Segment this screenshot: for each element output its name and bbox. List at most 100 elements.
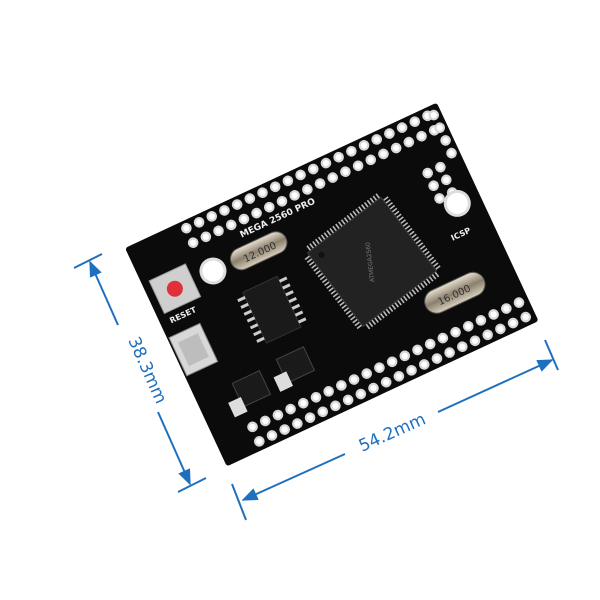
mcu-pin bbox=[355, 208, 361, 215]
pin-hole bbox=[396, 122, 408, 133]
mcu-pin bbox=[424, 250, 430, 256]
pin-hole bbox=[340, 166, 351, 178]
mcu-pin bbox=[413, 236, 419, 242]
mcu-pin bbox=[411, 288, 417, 295]
mcu-pin bbox=[408, 291, 414, 297]
chip-pin bbox=[249, 323, 259, 330]
pin-hole bbox=[390, 142, 402, 154]
pin-hole bbox=[450, 326, 461, 338]
mcu-pin bbox=[358, 206, 364, 213]
mcu-pin bbox=[338, 221, 343, 228]
pin-hole bbox=[507, 317, 519, 329]
pin-hole bbox=[238, 213, 250, 225]
mcu-pin bbox=[379, 312, 385, 319]
pin-hole bbox=[257, 187, 268, 199]
pin-hole bbox=[409, 116, 421, 128]
mcu-pin bbox=[356, 324, 363, 330]
pin-hole bbox=[247, 421, 258, 433]
pin-hole bbox=[406, 365, 417, 376]
mcu-pin bbox=[319, 275, 326, 281]
mcu-pin bbox=[415, 239, 422, 245]
mcu-pin bbox=[346, 214, 352, 221]
mcu-pin bbox=[395, 213, 402, 219]
pin-hole bbox=[374, 362, 385, 373]
pin-hole bbox=[310, 391, 322, 403]
mcu-pin bbox=[391, 207, 398, 213]
pin-hole bbox=[444, 347, 455, 358]
pin-hole bbox=[323, 386, 334, 397]
pin-hole bbox=[399, 350, 411, 362]
mcu-pin bbox=[326, 230, 332, 236]
pin-hole bbox=[393, 370, 405, 382]
pin-hole bbox=[495, 323, 506, 335]
mcu-pin bbox=[369, 197, 375, 204]
pin-hole bbox=[412, 344, 423, 356]
pin-hole bbox=[317, 406, 329, 418]
pin-hole bbox=[482, 329, 493, 341]
atmega2560-chip: ATMEGA2560 bbox=[304, 193, 441, 330]
pin-hole bbox=[418, 359, 430, 370]
pin-hole bbox=[285, 403, 296, 415]
mcu-pin bbox=[324, 281, 330, 287]
mcu-pin bbox=[430, 259, 437, 265]
pin-hole bbox=[355, 388, 367, 400]
pin-hole bbox=[244, 193, 256, 204]
pin-hole bbox=[289, 190, 300, 201]
mcu-pin bbox=[402, 222, 409, 228]
pin-hole bbox=[384, 128, 395, 139]
mcu-pin bbox=[422, 280, 428, 286]
pin-hole bbox=[297, 397, 309, 409]
mcu-pin bbox=[411, 233, 417, 239]
mcu-pin bbox=[382, 196, 389, 202]
chip-pin bbox=[294, 310, 304, 317]
pin-hole bbox=[279, 424, 290, 435]
mcu-pin bbox=[375, 193, 381, 200]
mcu-pin bbox=[321, 278, 328, 284]
width-label: 54.2mm bbox=[356, 409, 429, 456]
mcu-pin bbox=[419, 282, 425, 289]
mcu-pin bbox=[372, 195, 378, 202]
mcu-pin bbox=[428, 256, 435, 262]
pin-hole bbox=[302, 184, 313, 195]
voltage-regulator bbox=[231, 370, 272, 408]
mcu-pin bbox=[343, 307, 350, 312]
mcu-pin bbox=[426, 253, 432, 259]
chip-pin bbox=[282, 283, 291, 290]
mcu-pin bbox=[398, 216, 404, 222]
pin-hole bbox=[269, 181, 281, 193]
mcu-pin bbox=[312, 240, 318, 247]
pin-hole bbox=[501, 303, 512, 314]
chip-pin bbox=[237, 296, 246, 303]
chip-pin bbox=[253, 329, 262, 337]
mcu-pin bbox=[320, 234, 326, 241]
mcu-pin bbox=[317, 272, 324, 278]
mcu-pin bbox=[391, 304, 397, 310]
mcu-pin bbox=[371, 319, 377, 325]
mcu-pin bbox=[350, 315, 356, 321]
mcu-pin bbox=[405, 293, 411, 299]
mcu-pin bbox=[343, 217, 349, 223]
pin-hole bbox=[434, 122, 445, 134]
pin-hole bbox=[403, 136, 415, 148]
pin-hole bbox=[251, 207, 262, 219]
mounting-hole bbox=[443, 189, 471, 217]
pin-hole bbox=[437, 332, 449, 344]
mcu-pin bbox=[368, 321, 374, 328]
pcb-board: RESET 12.000 16.000 bbox=[125, 103, 538, 466]
mcu-pin bbox=[393, 210, 400, 216]
mcu-pin bbox=[425, 278, 431, 284]
pin-headers bbox=[181, 109, 532, 447]
pin-hole bbox=[263, 201, 275, 213]
chip-pin bbox=[285, 290, 294, 297]
mcu-pin bbox=[317, 236, 323, 243]
mcu-pin bbox=[385, 199, 391, 205]
chip-pin bbox=[297, 317, 307, 324]
pin-hole bbox=[213, 225, 224, 237]
mcu-pin bbox=[313, 266, 320, 272]
pin-hole bbox=[181, 222, 192, 234]
pin-hole bbox=[259, 415, 271, 427]
pin-hole bbox=[330, 400, 341, 412]
pin-hole bbox=[428, 109, 440, 121]
pin-hole bbox=[320, 157, 332, 169]
mcu-pin bbox=[399, 297, 405, 304]
